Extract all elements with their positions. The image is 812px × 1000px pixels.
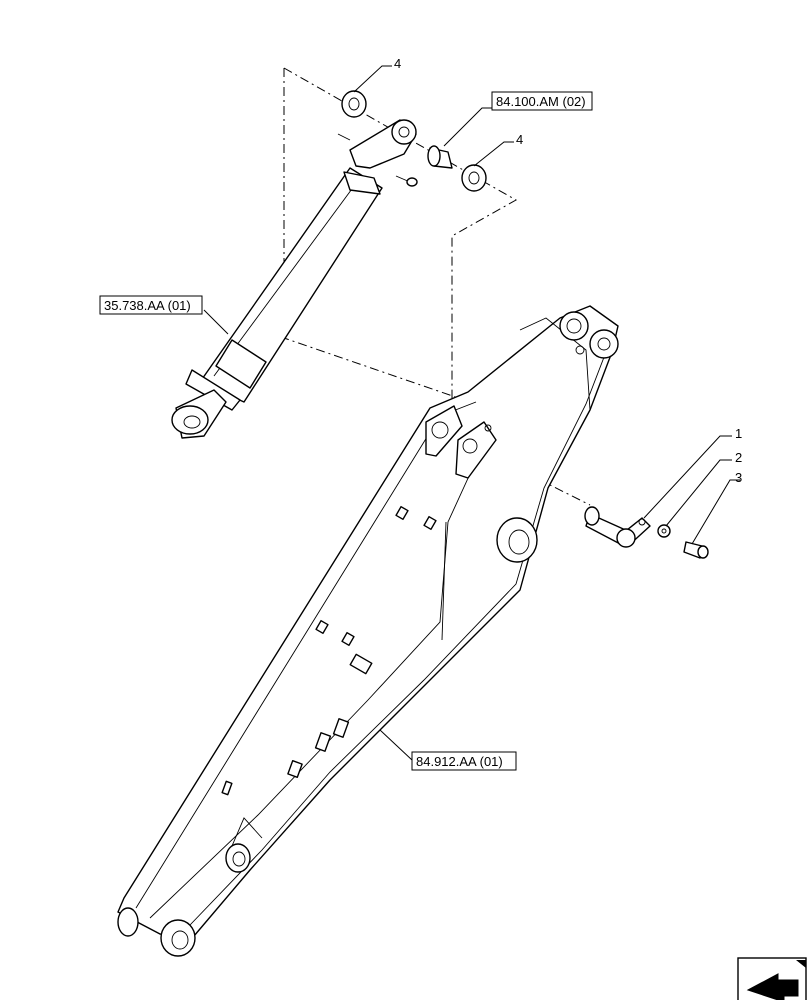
arrow-icon[interactable]: [737, 957, 807, 1000]
reference-bushing: 84.100.AM (02): [491, 91, 593, 111]
reference-arm: 84.912.AA (01): [411, 751, 517, 771]
callout-3: 3: [735, 470, 742, 485]
callout-2: 2: [735, 450, 742, 465]
callout-4-left: 4: [394, 56, 401, 71]
bushing: [427, 145, 453, 169]
reference-bushing-label: 84.100.AM (02): [496, 94, 586, 109]
leader-lines: [203, 65, 740, 761]
hydraulic-cylinder: [171, 119, 418, 439]
callout-numbers: 4 4 1 2 3: [394, 56, 742, 485]
callout-1: 1: [735, 426, 742, 441]
reference-arm-label: 84.912.AA (01): [416, 754, 503, 769]
reference-cylinder-label: 35.738.AA (01): [104, 298, 191, 313]
arm-assembly: [117, 305, 619, 957]
washer-small: [657, 524, 671, 538]
washer-right: [461, 164, 487, 192]
reference-cylinder: 35.738.AA (01): [99, 295, 203, 315]
pin: [584, 506, 651, 548]
callout-4-right: 4: [516, 132, 523, 147]
washer-left: [341, 90, 367, 118]
bolt: [683, 541, 709, 559]
